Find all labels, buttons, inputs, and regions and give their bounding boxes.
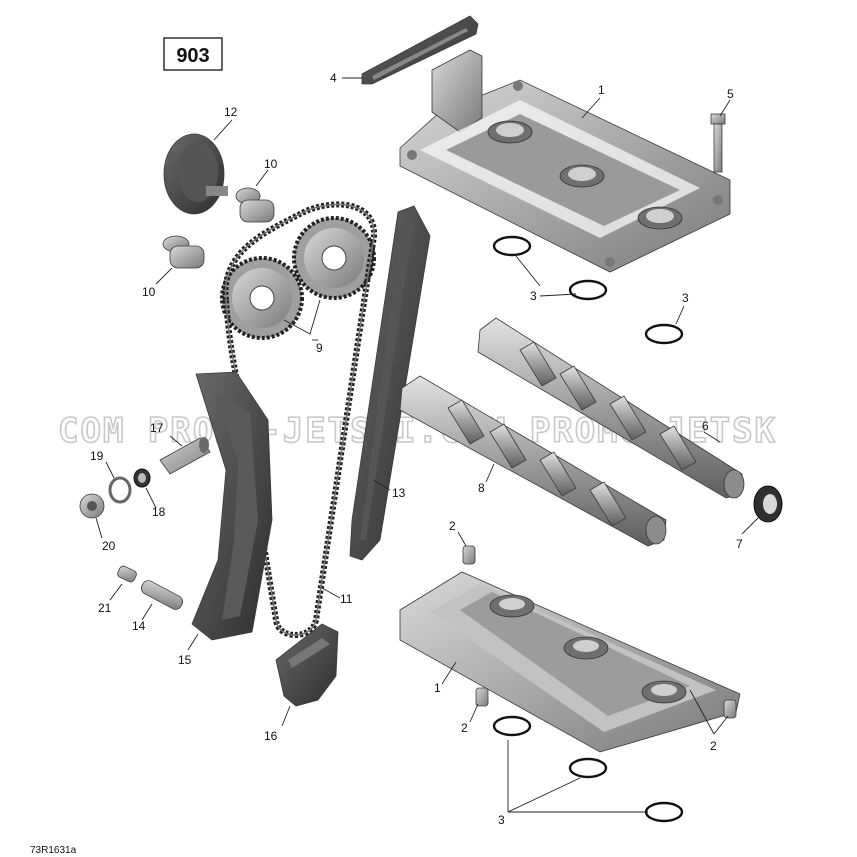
callout-7: 7 [736,537,743,551]
callout-1-lower: 1 [434,681,441,695]
callout-3-upper-left: 3 [530,289,537,303]
part-10-bushing [162,187,275,269]
callout-8: 8 [478,481,485,495]
part-19-washer [108,476,132,504]
part-3-seal-ring [492,235,684,345]
part-6-camshaft [477,317,745,499]
part-13-chain-guide [349,205,431,561]
callout-18: 18 [152,505,166,519]
part-4-chain-guide [361,15,479,85]
callout-4: 4 [330,71,337,85]
callout-9: 9 [316,341,323,355]
part-2-dowel-pin [462,545,737,719]
part-8-camshaft [399,375,667,547]
part-16-lower-guide [275,623,339,707]
callout-21: 21 [98,601,112,615]
part-17-tensioner [159,437,211,475]
callout-3-upper-right: 3 [682,291,689,305]
part-1-camshaft-cover [399,49,731,273]
callout-2-lower-right: 2 [710,739,717,753]
callout-16: 16 [264,729,278,743]
part-11-timing-chain [222,201,378,638]
callout-5: 5 [727,87,734,101]
callout-19: 19 [90,449,104,463]
part-21-pin [117,565,137,583]
callout-2-upper: 2 [449,519,456,533]
callout-15: 15 [178,653,192,667]
part-12-cover-disc [163,133,228,215]
callouts: 4 1 5 12 10 10 9 3 3 17 6 19 8 13 18 7 2… [90,71,743,827]
callout-10-lower: 10 [142,285,156,299]
part-5-bolt [710,113,726,173]
callout-1-upper: 1 [598,83,605,97]
callout-17: 17 [150,421,164,435]
callout-14: 14 [132,619,146,633]
callout-3-lower: 3 [498,813,505,827]
callout-12: 12 [224,105,238,119]
part-9-sprocket [220,216,376,340]
callout-11: 11 [340,592,353,606]
callout-20: 20 [102,539,116,553]
part-14-pin [141,580,183,610]
callout-13: 13 [392,486,406,500]
part-20-plug [79,493,105,519]
part-7-oil-seal [753,485,783,523]
callout-6: 6 [702,419,709,433]
part-18-seal [133,468,151,488]
callout-10-upper: 10 [264,157,278,171]
part-1-camshaft-carrier [399,571,741,753]
group-number-box: 903 [163,37,223,71]
leader-lines [95,77,759,813]
group-number: 903 [176,45,209,67]
part-15-tensioner-rail [191,371,273,641]
callout-2-lower-left: 2 [461,721,468,735]
drawing-code: 73R1631a [30,845,77,856]
